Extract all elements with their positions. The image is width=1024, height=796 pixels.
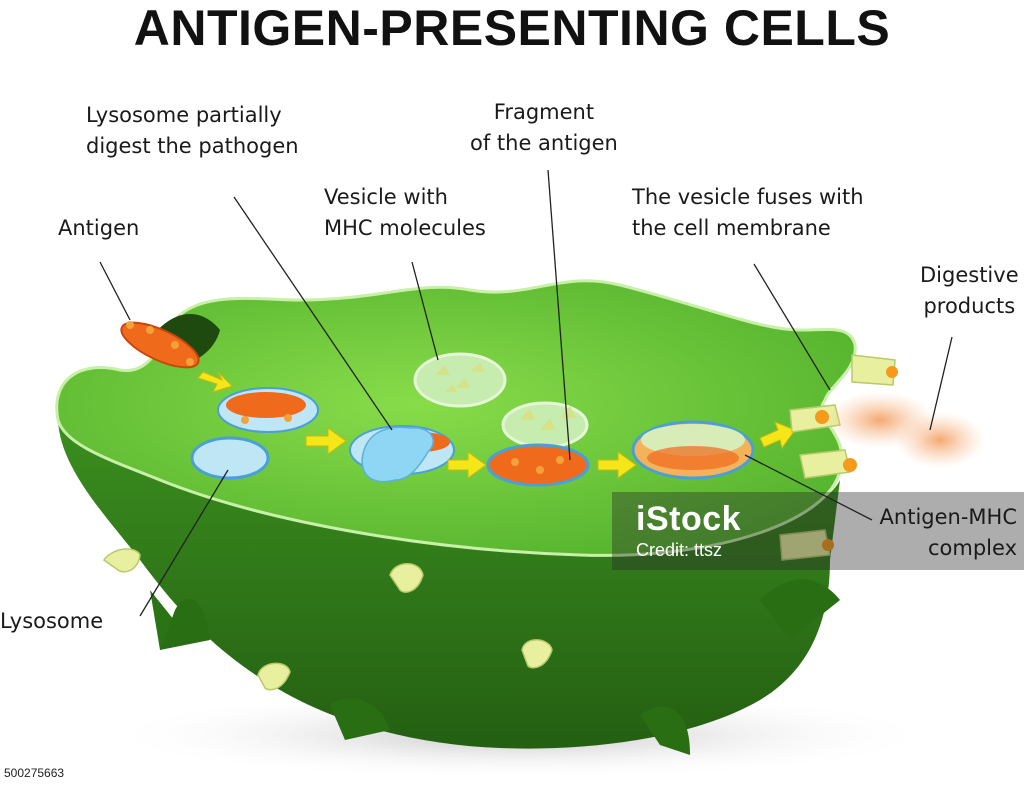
label-vesicle-mhc: Vesicle with MHC molecules bbox=[324, 185, 486, 240]
label-antigen: Antigen bbox=[58, 216, 140, 240]
label-vesicle-fuses: The vesicle fuses with the cell membrane bbox=[632, 185, 864, 240]
cell-spike bbox=[640, 706, 690, 755]
process-arrow bbox=[197, 371, 796, 479]
cell-spike bbox=[760, 579, 840, 640]
phagosome bbox=[217, 387, 319, 433]
phagolysosome bbox=[349, 425, 455, 483]
mhc-vesicle-2 bbox=[501, 401, 589, 449]
cell-spike bbox=[160, 598, 210, 650]
label-lysosome-partially: Lysosome partially digest the pathogen bbox=[86, 103, 299, 158]
stock-id: 500275663 bbox=[2, 765, 67, 781]
digestive-cloud bbox=[825, 392, 985, 468]
mhc-vesicle bbox=[413, 352, 507, 408]
fragment-vesicle bbox=[486, 443, 590, 487]
receptor bbox=[102, 548, 553, 691]
loaded-vesicle bbox=[631, 420, 755, 480]
watermark-brand: iStock bbox=[636, 500, 742, 538]
lysosome-organelle bbox=[190, 436, 270, 480]
leader-lines bbox=[99, 169, 953, 617]
cell-body-side bbox=[58, 420, 840, 749]
cell-spike bbox=[330, 698, 390, 740]
watermark-credit: Credit: ttsz bbox=[636, 540, 723, 560]
diagram-title: ANTIGEN-PRESENTING CELLS bbox=[133, 0, 891, 56]
label-digestive-products: Digestive products bbox=[920, 263, 1019, 318]
label-fragment: Fragment of the antigen bbox=[470, 100, 618, 155]
watermark-overlay: iStock Credit: ttsz bbox=[612, 492, 1024, 570]
cell-top-surface bbox=[55, 279, 857, 557]
label-lysosome: Lysosome bbox=[0, 609, 104, 633]
label-antigen-mhc-complex: Antigen-MHC complex bbox=[879, 505, 1017, 560]
antigen-pathogen bbox=[120, 321, 200, 369]
